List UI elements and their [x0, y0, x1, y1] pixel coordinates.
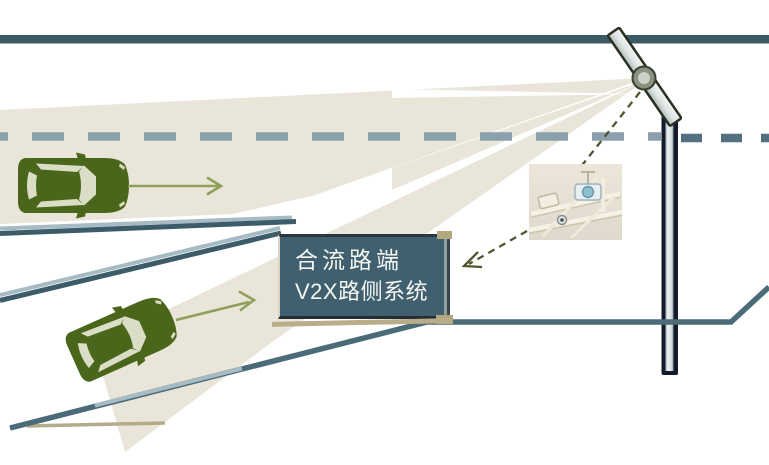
car-merge-arrow-shaft [175, 300, 250, 322]
label-line-2: V2X路侧系统 [295, 279, 429, 304]
sensor-beam-sliver [392, 80, 646, 190]
label-box-mount-top [437, 231, 452, 239]
merge-ramp-upper-edge-light [0, 226, 281, 297]
merge-ramp-lower-edge-light [94, 366, 243, 408]
roadside-pole-face [665, 112, 674, 371]
sensor-dashed-link-upper [571, 91, 641, 179]
label-line-1: 合流路端 [295, 247, 403, 273]
shoulder-tan-line [26, 421, 166, 428]
car-main-arrowhead [206, 176, 224, 196]
road-top-edge [0, 35, 769, 44]
v2x-label-box: 合流路端 V2X路侧系统 [272, 231, 453, 327]
beam-white-gap [392, 89, 642, 98]
sensor-hub-center [638, 72, 650, 84]
merge-ramp-upper-edge-dark [0, 230, 282, 303]
sensor-beam-main [0, 78, 646, 224]
main-road-bottom-edge-light [0, 215, 293, 231]
sensor-link-arrowhead [461, 251, 483, 269]
sensor-photo [528, 164, 623, 240]
car-merge-arrowhead [238, 290, 257, 312]
car-main-road [18, 152, 129, 219]
main-road-bottom-edge-dark [0, 219, 297, 236]
sensor-dashed-link-lower [468, 230, 528, 265]
